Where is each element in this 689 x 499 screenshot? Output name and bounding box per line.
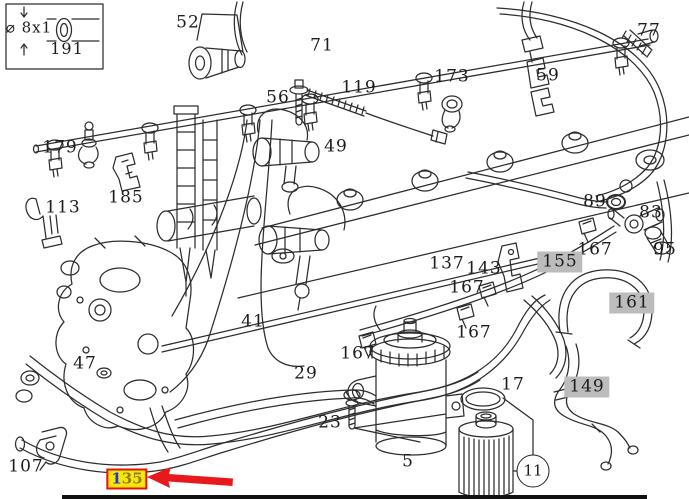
part-label: 167: [449, 277, 485, 298]
part-label: 167: [456, 322, 492, 343]
part-label: 17: [501, 374, 525, 395]
part-label: 107: [8, 456, 44, 477]
injectors: [173, 105, 218, 297]
part-label: 83: [639, 202, 663, 223]
part-179-valve: [77, 121, 99, 169]
part-185-bracket: [112, 152, 141, 192]
part-label: 137: [429, 253, 465, 274]
bolt-23: [343, 389, 447, 443]
legend-box: [5, 3, 104, 70]
cylinder-head: [237, 116, 689, 299]
fuel-filter-housing: [347, 305, 465, 456]
part-label: 56: [266, 87, 290, 108]
part-52-sleeve: [188, 13, 246, 80]
part-label: 179: [42, 137, 78, 158]
gray-highlight-part-label: 149: [564, 376, 610, 398]
part-label: 5: [402, 451, 414, 472]
part-119-hose: [304, 88, 448, 145]
part-label: 77: [637, 20, 661, 41]
part-label: 71: [310, 35, 334, 56]
part-95-bolt: [644, 223, 671, 255]
part-107-bracket: [35, 426, 68, 471]
part-label: 47: [73, 353, 97, 374]
part-label: 119: [341, 77, 377, 98]
part-label: 143: [466, 258, 502, 279]
part-label: 59: [536, 65, 560, 86]
part-label: 113: [45, 197, 81, 218]
part-143-strap: [497, 242, 524, 293]
part-89-seal: [606, 194, 626, 210]
injection-pipes-41: [169, 1, 305, 393]
fuel-rail: [32, 29, 659, 178]
part-label: 95: [653, 239, 677, 260]
hose-155: [523, 295, 567, 379]
part-173-clamp: [441, 95, 463, 133]
red-arrow: [147, 467, 233, 488]
legend-part-number: 191: [50, 39, 84, 58]
fuel-line-137: [161, 257, 543, 353]
part-label: 167: [340, 343, 376, 364]
part-77-stud: [621, 29, 653, 58]
part-label: 173: [434, 66, 470, 87]
bottom-hoses: [14, 294, 551, 474]
part-56-bolt: [289, 79, 309, 126]
center-assembly: [156, 185, 346, 311]
part-label: 23: [318, 412, 342, 433]
balloon-part-label: 11: [516, 454, 550, 488]
part-label: 185: [108, 187, 144, 208]
part-label: 167: [577, 239, 613, 260]
gray-highlight-part-label: 155: [537, 251, 583, 273]
part-59-clips: [526, 57, 555, 117]
bottom-edge-line: [62, 495, 647, 499]
part-83-banjo: [607, 207, 665, 234]
hose-161: [555, 269, 653, 349]
highlighted-part-label-135: 135: [106, 468, 148, 490]
part-label: 89: [583, 191, 607, 212]
part-113-clip: [25, 197, 63, 249]
part-49-holder: [252, 108, 320, 193]
part-label: 49: [324, 136, 348, 157]
washer-47: [96, 367, 112, 379]
part-label: 29: [294, 363, 318, 384]
part-label: 41: [241, 311, 265, 332]
gray-highlight-part-label: 161: [609, 292, 655, 314]
part-label: 52: [176, 12, 200, 33]
legend-size-label: ⌀ 8x1: [5, 18, 53, 37]
